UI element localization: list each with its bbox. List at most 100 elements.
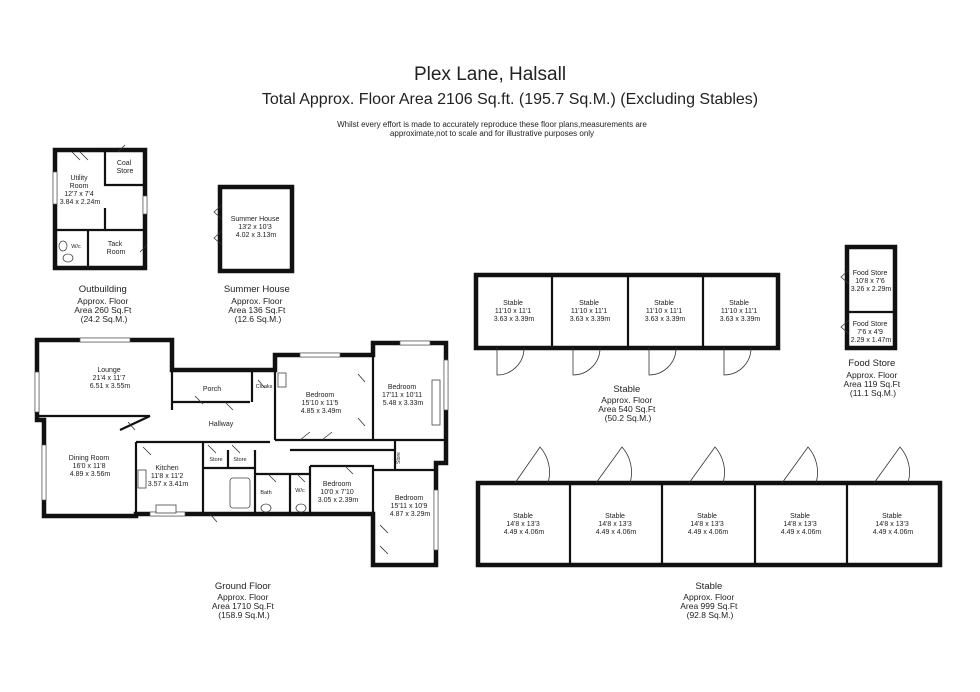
room-dimensions-metric: 4.85 x 3.49m bbox=[301, 408, 342, 415]
stall-label: Stable 11'10 x 11'1 3.63 x 3.39m bbox=[494, 300, 535, 323]
room-dimensions-metric: 3.63 x 3.39m bbox=[645, 316, 686, 323]
caption-line: Area 1710 Sq.Ft bbox=[212, 601, 275, 611]
stable-block-small: Stable 11'10 x 11'1 3.63 x 3.39m Stable … bbox=[473, 272, 781, 423]
room-name: Room bbox=[70, 183, 89, 190]
room-dimensions-metric: 3.84 x 2.24m bbox=[60, 199, 101, 206]
door-swing bbox=[117, 144, 126, 153]
window bbox=[443, 359, 449, 411]
room-name: Tack bbox=[108, 241, 123, 248]
room-name: Stable bbox=[790, 513, 810, 520]
caption-title: Ground Floor bbox=[215, 581, 271, 592]
window bbox=[41, 444, 47, 501]
room-dimensions-metric: 4.49 x 4.06m bbox=[596, 529, 637, 536]
ground-floor-plan: Lounge 21'4 x 11'7 6.51 x 3.55m Porch Cl… bbox=[34, 337, 449, 620]
room-dimensions-imperial: 14'8 x 13'3 bbox=[598, 521, 632, 528]
room-name: Food Store bbox=[853, 321, 888, 328]
window bbox=[142, 195, 148, 215]
basin bbox=[62, 253, 74, 263]
outbuilding-plan: Utility Room 12'7 x 7'4 3.84 x 2.24m Coa… bbox=[52, 144, 148, 324]
caption-line: (92.8 Sq.M.) bbox=[687, 610, 734, 620]
stall-label: Stable 14'8 x 13'3 4.49 x 4.06m bbox=[596, 513, 637, 536]
food-store-upper-label: Food Store 10'8 x 7'6 3.26 x 2.29m bbox=[851, 270, 892, 293]
room-dimensions-metric: 3.63 x 3.39m bbox=[570, 316, 611, 323]
room-dimensions-imperial: 17'11 x 10'11 bbox=[382, 392, 422, 399]
room-dimensions-metric: 2.29 x 1.47m bbox=[851, 337, 892, 344]
caption-line: Approx. Floor bbox=[217, 592, 268, 602]
room-dimensions-imperial: 16'0 x 11'8 bbox=[73, 463, 106, 470]
bedroom-4-label: Bedroom 15'11 x 10'9 4.87 x 3.29m bbox=[390, 495, 431, 518]
room-dimensions-imperial: 14'8 x 13'3 bbox=[506, 521, 540, 528]
stall-label: Stable 14'8 x 13'3 4.49 x 4.06m bbox=[688, 513, 729, 536]
hallway-label: Hallway bbox=[209, 421, 234, 428]
room-name: Coal bbox=[117, 160, 132, 167]
room-dimensions-metric: 4.49 x 4.06m bbox=[688, 529, 729, 536]
bath-tub bbox=[229, 477, 251, 509]
caption-line: Area 999 Sq.Ft bbox=[680, 601, 738, 611]
door-swing bbox=[139, 244, 148, 253]
stall-label: Stable 14'8 x 13'3 4.49 x 4.06m bbox=[873, 513, 914, 536]
stall-label: Stable 14'8 x 13'3 4.49 x 4.06m bbox=[504, 513, 545, 536]
window bbox=[299, 352, 341, 358]
room-name: Summer House bbox=[231, 216, 280, 223]
room-name: Bedroom bbox=[323, 481, 352, 488]
bedroom-3-label: Bedroom 10'0 x 7'10 3.05 x 2.39m bbox=[318, 481, 359, 504]
stall-door-swing bbox=[514, 446, 550, 484]
porch-label: Porch bbox=[203, 386, 221, 393]
coal-store-label: Coal Store bbox=[117, 160, 134, 175]
radiator bbox=[277, 372, 287, 388]
stall-label: Stable 11'10 x 11'1 3.63 x 3.39m bbox=[645, 300, 686, 323]
stall-door-swing bbox=[723, 347, 752, 376]
room-name: Stable bbox=[513, 513, 533, 520]
stall-label: Stable 11'10 x 11'1 3.63 x 3.39m bbox=[570, 300, 611, 323]
room-name: Bedroom bbox=[395, 495, 424, 502]
bedroom3-wall bbox=[310, 464, 375, 514]
caption-line: Area 260 Sq.Ft bbox=[74, 305, 132, 315]
caption-line: (11.1 Sq.M.) bbox=[850, 388, 896, 398]
caption-line: Approx. Floor bbox=[231, 296, 282, 306]
room-dimensions-metric: 4.89 x 3.56m bbox=[70, 471, 111, 478]
stable-block-large: Stable 14'8 x 13'3 4.49 x 4.06m Stable 1… bbox=[475, 446, 943, 620]
room-name: Kitchen bbox=[155, 465, 178, 472]
room-dimensions-imperial: 11'10 x 11'1 bbox=[721, 308, 757, 315]
room-dimensions-imperial: 10'0 x 7'10 bbox=[320, 489, 354, 496]
room-dimensions-metric: 4.49 x 4.06m bbox=[873, 529, 914, 536]
room-dimensions-metric: 3.05 x 2.39m bbox=[318, 497, 359, 504]
stall-door-swing bbox=[781, 446, 818, 484]
caption-title: Outbuilding bbox=[79, 284, 127, 295]
summer-house-room-label: Summer House 13'2 x 10'3 4.02 x 3.13m bbox=[231, 216, 282, 239]
caption-line: Approx. Floor bbox=[601, 395, 652, 405]
room-name: Room bbox=[107, 249, 126, 256]
room-dimensions-imperial: 14'8 x 13'3 bbox=[690, 521, 724, 528]
door-swing bbox=[71, 151, 89, 161]
caption-line: (50.2 Sq.M.) bbox=[605, 413, 652, 423]
room-name: Bedroom bbox=[306, 392, 335, 399]
summer-house-plan: Summer House 13'2 x 10'3 4.02 x 3.13m Su… bbox=[213, 184, 295, 324]
store-label: Store bbox=[209, 457, 222, 463]
room-dimensions-metric: 5.48 x 3.33m bbox=[383, 400, 424, 407]
stall-label: Stable 14'8 x 13'3 4.49 x 4.06m bbox=[781, 513, 822, 536]
utility-wall bbox=[55, 208, 107, 232]
room-dimensions-imperial: 13'2 x 10'3 bbox=[238, 224, 272, 231]
kitchen-sink bbox=[155, 504, 177, 514]
window bbox=[433, 489, 439, 551]
window bbox=[79, 337, 131, 343]
store-label: Store bbox=[233, 457, 246, 463]
caption-title: Summer House bbox=[224, 284, 290, 295]
door-swing bbox=[840, 269, 850, 335]
caption-title: Food Store bbox=[848, 358, 895, 369]
caption-line: Area 119 Sq.Ft bbox=[844, 379, 901, 389]
wc-label: W/c bbox=[295, 488, 305, 494]
bedroom-1-label: Bedroom 15'10 x 11'5 4.85 x 3.49m bbox=[301, 392, 342, 415]
hob bbox=[137, 469, 147, 489]
room-name: Stable bbox=[697, 513, 717, 520]
food-store-plan: Food Store 10'8 x 7'6 3.26 x 2.29m Food … bbox=[840, 244, 901, 398]
lounge-label: Lounge 21'4 x 11'7 6.51 x 3.55m bbox=[90, 367, 131, 390]
caption-line: Area 136 Sq.Ft bbox=[228, 305, 286, 315]
utility-room-label: Utility Room 12'7 x 7'4 3.84 x 2.24m bbox=[60, 175, 101, 206]
ground-floor-caption: Ground Floor Approx. Floor Area 1710 Sq.… bbox=[212, 581, 276, 620]
room-name: Store bbox=[117, 168, 134, 175]
caption-line: Approx. Floor bbox=[683, 592, 734, 602]
store-label: Store bbox=[396, 452, 402, 464]
coal-store-wall bbox=[103, 150, 145, 187]
